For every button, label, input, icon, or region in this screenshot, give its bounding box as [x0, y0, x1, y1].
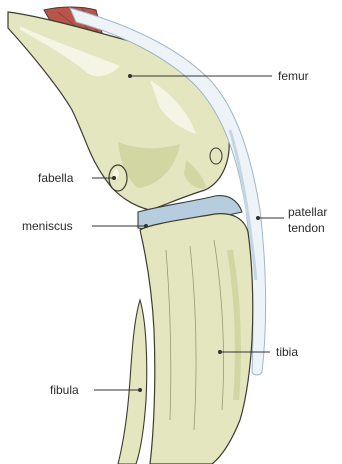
tibia-bone — [140, 214, 253, 464]
label-tendon: tendon — [288, 221, 325, 235]
label-patellar: patellar — [288, 205, 327, 219]
label-fibula: fibula — [50, 383, 79, 397]
label-meniscus: meniscus — [22, 219, 73, 233]
label-fabella: fabella — [38, 171, 74, 185]
patella-tip — [210, 148, 222, 164]
label-femur: femur — [278, 69, 309, 83]
label-tibia: tibia — [276, 345, 298, 359]
fibula-bone — [118, 300, 147, 464]
